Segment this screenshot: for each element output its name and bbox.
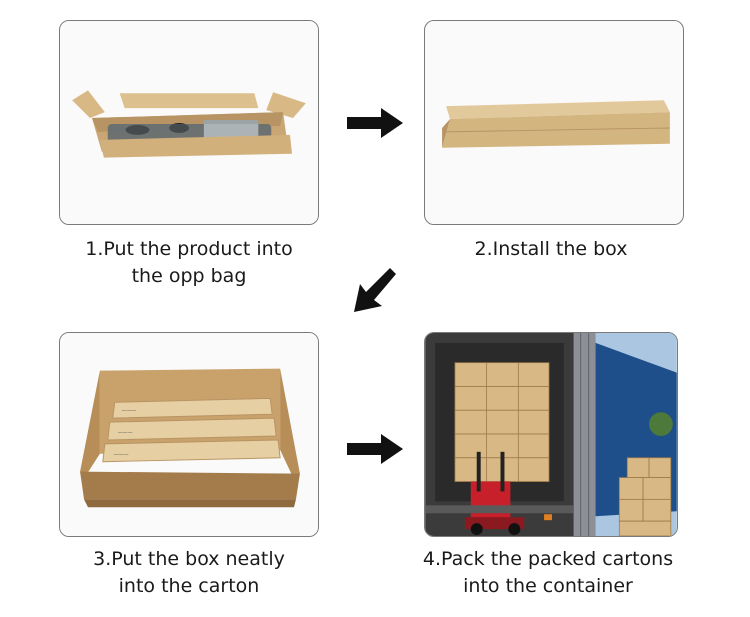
step-3-image: ——— ——— ———	[59, 332, 319, 537]
arrow-right-icon	[347, 108, 403, 138]
svg-text:———: ———	[118, 430, 133, 436]
step-4-image	[424, 332, 678, 537]
step-1-image	[59, 20, 319, 225]
step-2-caption-line-1: 2.Install the box	[474, 238, 628, 260]
svg-text:———: ———	[122, 408, 137, 414]
arrow-down-left-icon	[354, 268, 396, 312]
step-1-caption: 1.Put the product into the opp bag	[39, 236, 339, 290]
step-2-caption: 2.Install the box	[401, 236, 701, 263]
step-4-caption-line-1: 4.Pack the packed cartons	[422, 548, 674, 570]
step-4-caption: 4.Pack the packed cartons into the conta…	[398, 546, 698, 600]
step-3-caption-line-1: 3.Put the box neatly	[93, 548, 285, 570]
arrow-right-icon	[347, 434, 403, 464]
step-1-caption-line-1: 1.Put the product into	[85, 238, 293, 260]
step-3-caption: 3.Put the box neatly into the carton	[39, 546, 339, 600]
step-1-caption-line-2: the opp bag	[131, 265, 247, 287]
step-4-caption-line-2: into the container	[463, 575, 633, 597]
step-3-caption-line-2: into the carton	[118, 575, 260, 597]
svg-text:———: ———	[114, 452, 129, 458]
step-2-image	[424, 20, 684, 225]
